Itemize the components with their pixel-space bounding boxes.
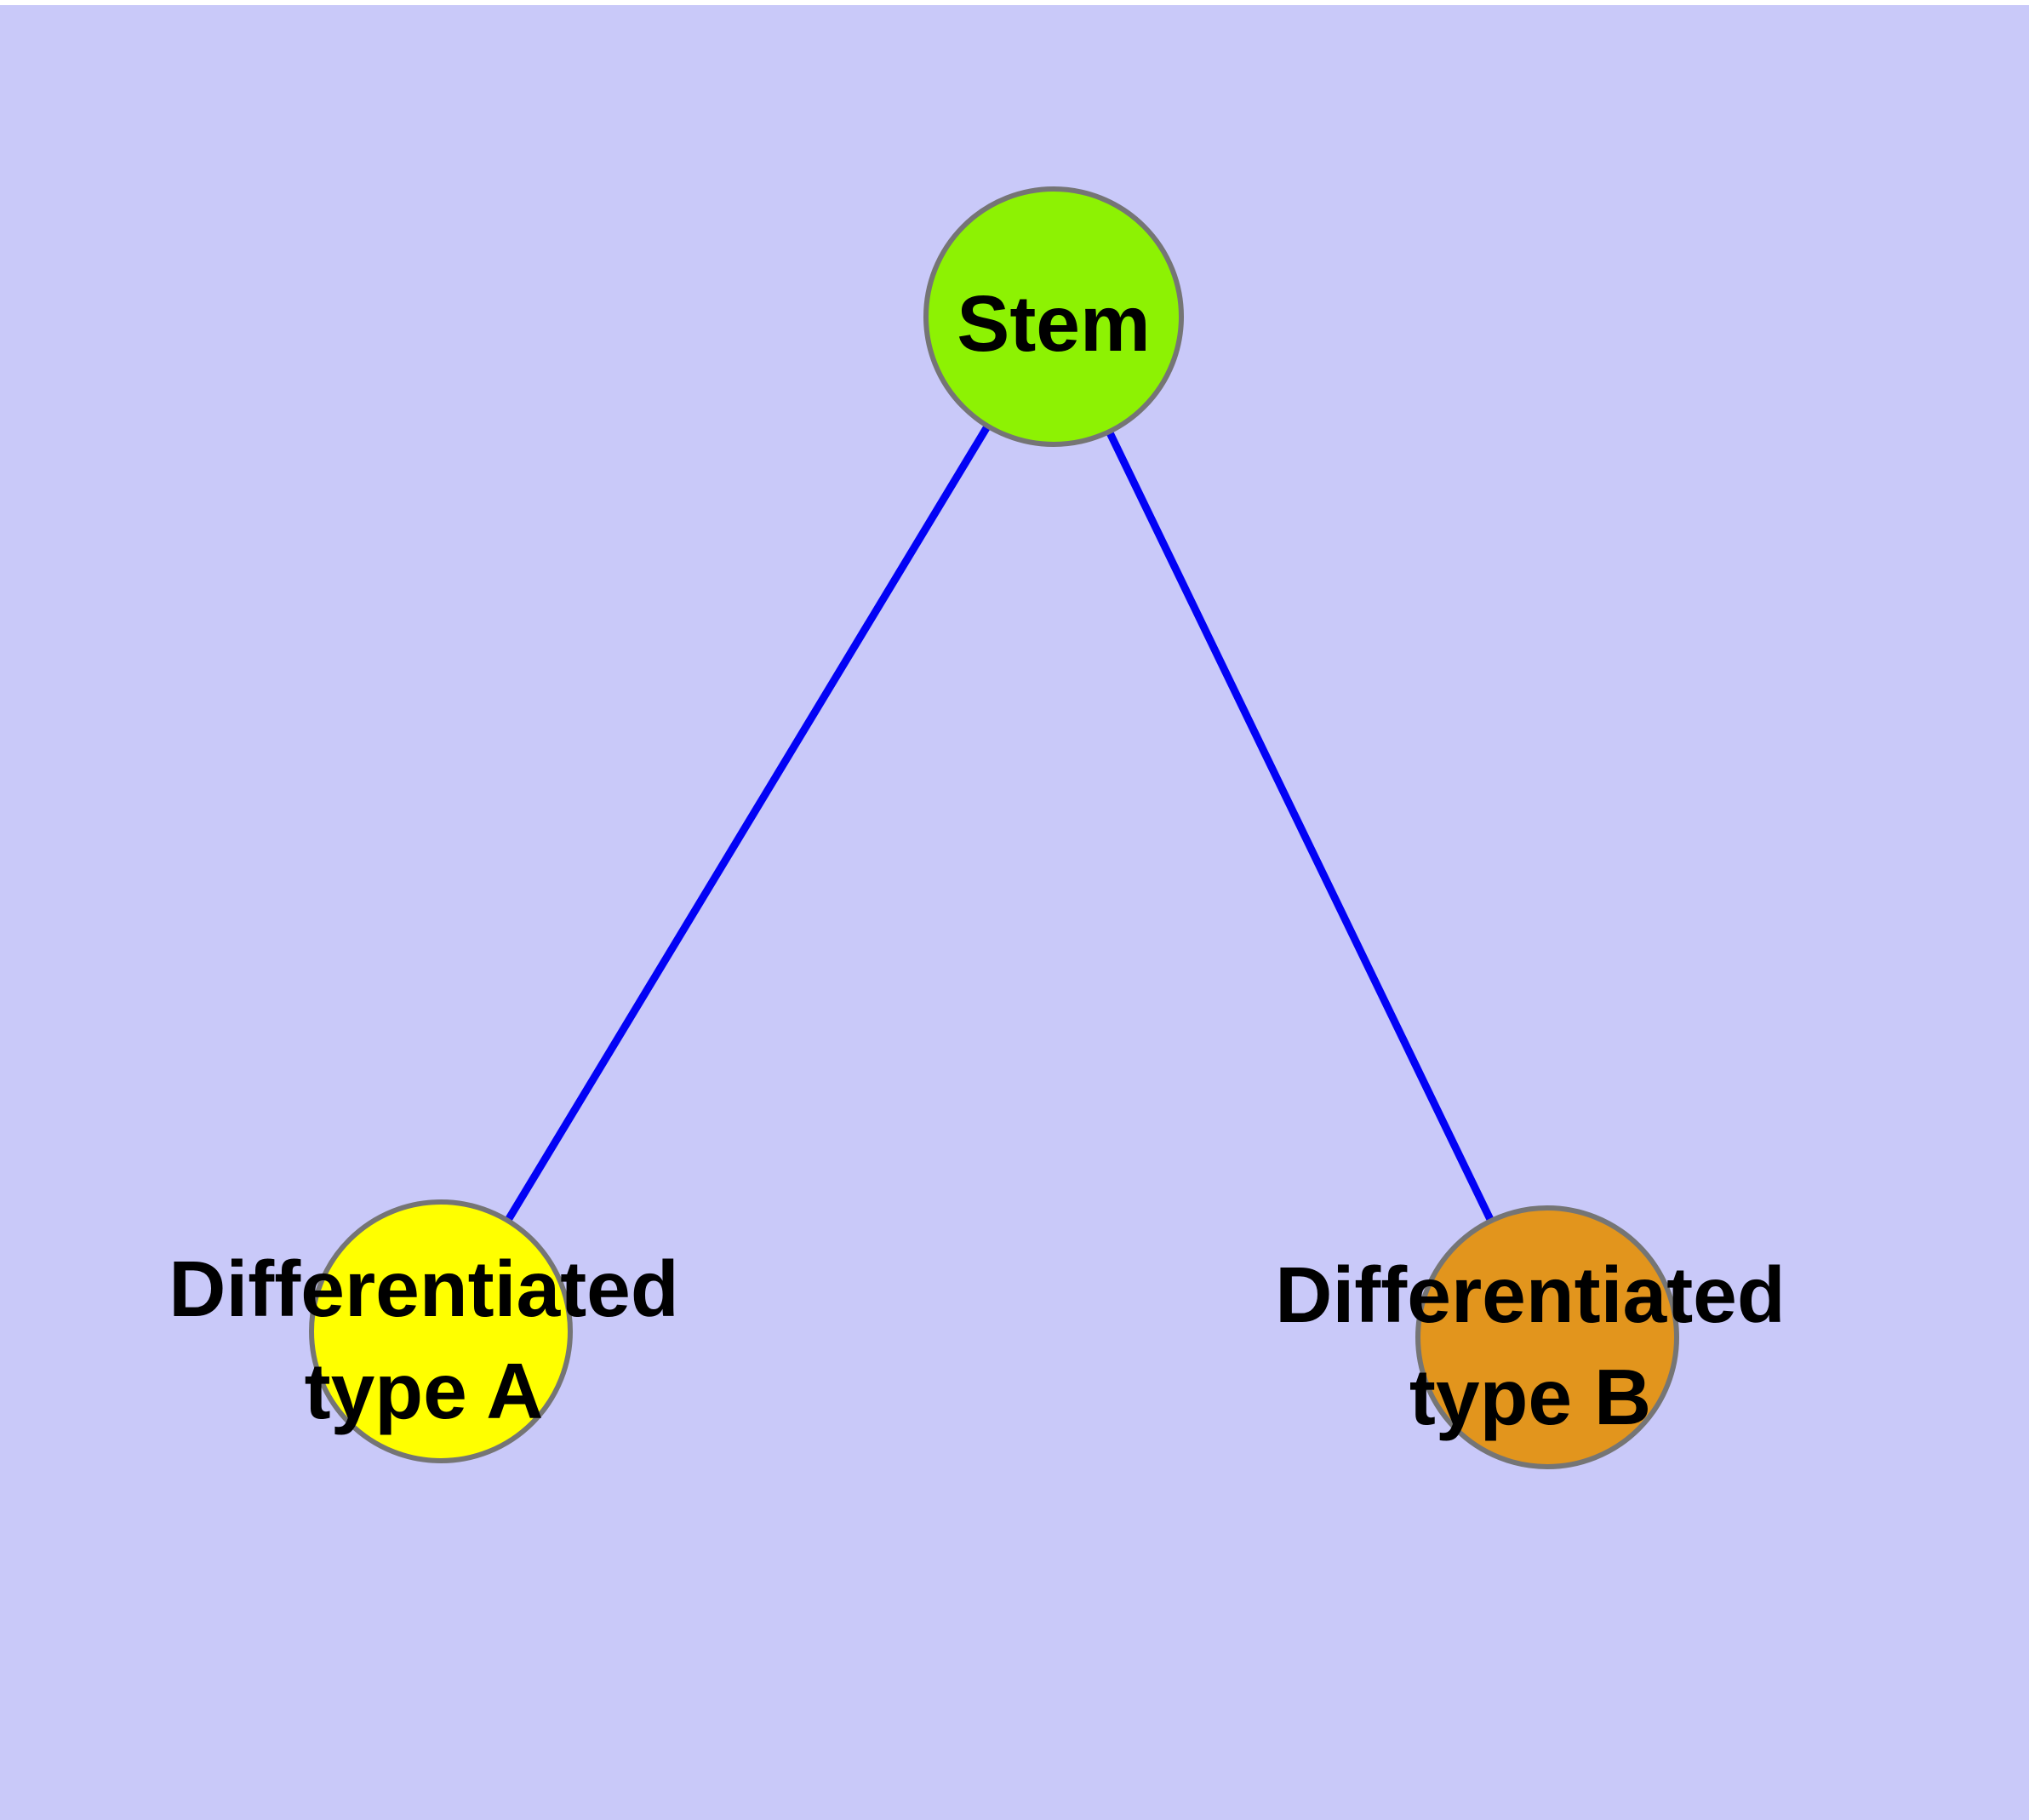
graph-svg [0, 5, 2029, 1820]
edge-stem-to-type-a [437, 314, 1057, 1334]
node-differentiated-type-b [1415, 1205, 1679, 1469]
node-stem [923, 186, 1184, 447]
node-differentiated-type-a [309, 1199, 573, 1463]
edge-stem-to-type-b [1049, 315, 1552, 1339]
graph-plot-area: Stem Differentiated type A Differentiate… [0, 5, 2029, 1820]
